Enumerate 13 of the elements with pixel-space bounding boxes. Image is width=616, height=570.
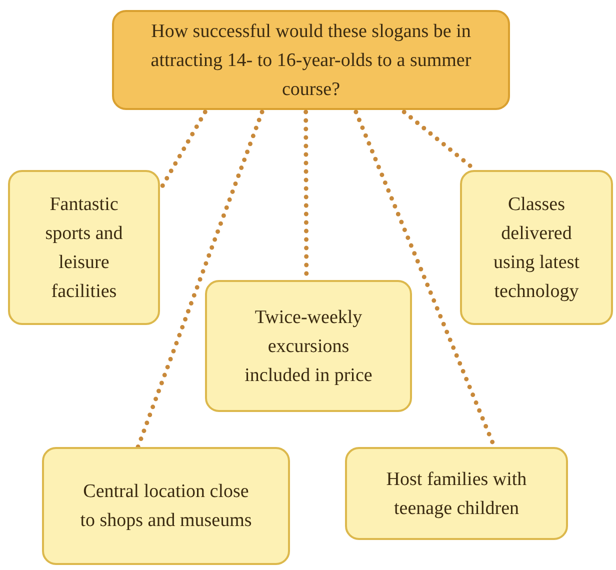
slogan-box [460,170,613,325]
question-box [112,10,510,110]
slogan-text: Central location close to shops and museums [80,480,252,533]
slogan-text: Fantastic sports and leisure facilities [44,192,124,304]
dotted-connector [136,110,264,450]
slogan-box [205,280,412,412]
slogan-box [8,170,160,325]
slogan-text: Classes delivered using latest technology [492,192,581,304]
slogan-text: How successful would these slogans be in attracting 14- to 16-year-olds to a summer course? [150,20,472,102]
slogan-box [42,447,290,565]
slogan-text: Twice-weekly excursions included in price [244,306,374,388]
slogan-box [345,447,568,540]
slogan-text: Host families with teenage children [385,468,528,520]
